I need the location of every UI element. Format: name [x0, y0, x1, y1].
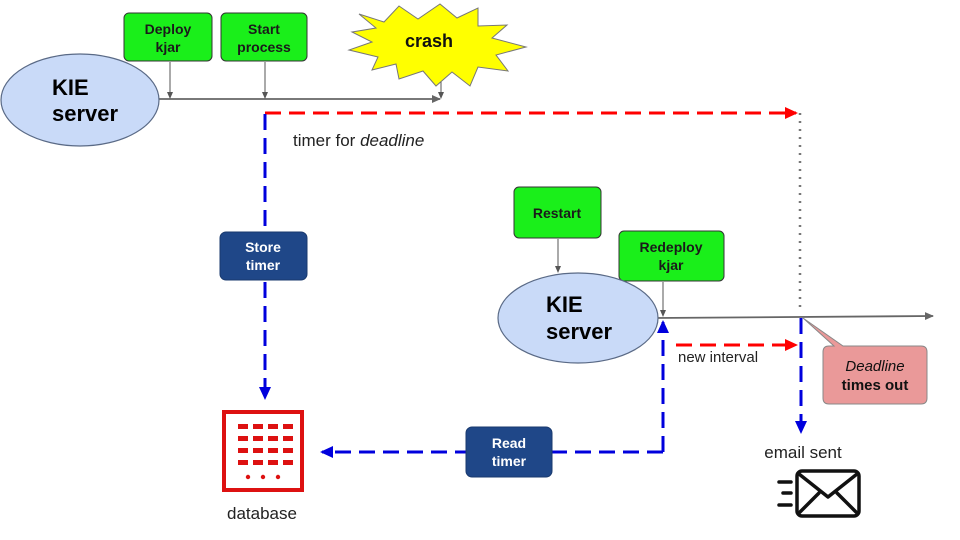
store-timer-line2: timer: [246, 257, 281, 273]
timer-for-deadline-label: timer for deadline: [293, 131, 424, 150]
read-timer-line1: Read: [492, 435, 526, 451]
kie-server-1-line2: server: [52, 101, 119, 126]
read-timer-line2: timer: [492, 453, 527, 469]
deploy-kjar-line1: Deploy: [145, 21, 192, 37]
kie-server-2-line1: KIE: [546, 292, 583, 317]
store-timer-box: Store timer: [219, 231, 308, 281]
store-timer-line1: Store: [245, 239, 281, 255]
timeline-2: [654, 312, 934, 321]
deadline-times-out-callout: Deadline times out: [802, 317, 928, 405]
start-process-box: Start process: [220, 12, 308, 62]
deadline-callout-line1: Deadline: [845, 358, 904, 375]
crash-burst-icon: crash: [347, 3, 528, 87]
kie-server-1: KIE server: [0, 53, 160, 147]
read-timer-box: Read timer: [465, 426, 553, 478]
start-process-line2: process: [237, 39, 291, 55]
restart-label: Restart: [533, 205, 582, 221]
deadline-callout-line2: times out: [842, 377, 909, 394]
email-sent-icon: [777, 469, 861, 518]
start-process-line1: Start: [248, 21, 280, 37]
kie-server-1-line1: KIE: [52, 75, 89, 100]
crash-label: crash: [405, 31, 453, 51]
database-icon: [222, 410, 304, 492]
kie-server-2: KIE server: [497, 272, 659, 364]
redeploy-kjar-line2: kjar: [659, 257, 684, 273]
email-sent-label: email sent: [764, 443, 842, 462]
new-interval-label: new interval: [678, 349, 758, 366]
redeploy-kjar-box: Redeploy kjar: [618, 230, 725, 282]
kie-server-2-line2: server: [546, 319, 613, 344]
deploy-kjar-line2: kjar: [156, 39, 181, 55]
redeploy-kjar-line1: Redeploy: [639, 239, 702, 255]
deploy-kjar-box: Deploy kjar: [123, 12, 213, 62]
database-label: database: [227, 504, 297, 523]
restart-box: Restart: [513, 186, 602, 239]
